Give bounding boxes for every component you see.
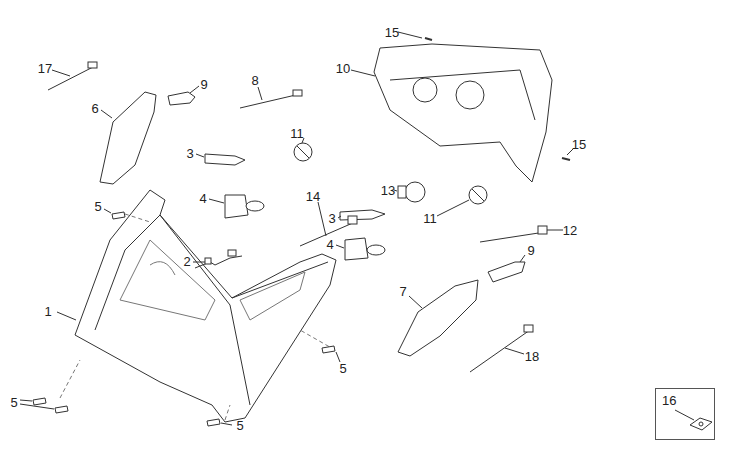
callout-number: 8 bbox=[251, 74, 258, 87]
callout-number: 5 bbox=[94, 200, 101, 213]
callout-number: 12 bbox=[563, 224, 577, 237]
callout-number: 17 bbox=[38, 62, 52, 75]
callout-number: 9 bbox=[200, 78, 207, 91]
callout-number: 4 bbox=[326, 238, 333, 251]
callout-number: 11 bbox=[290, 127, 304, 140]
callout-number: 16 bbox=[662, 394, 676, 407]
callout-number: 3 bbox=[186, 147, 193, 160]
callout-number: 11 bbox=[423, 212, 437, 225]
callout-number: 14 bbox=[306, 190, 320, 203]
callout-number: 9 bbox=[527, 244, 534, 257]
callout-number: 7 bbox=[399, 285, 406, 298]
callout-number: 5 bbox=[236, 419, 243, 432]
callout-number: 15 bbox=[572, 138, 586, 151]
callout-number: 1 bbox=[44, 305, 51, 318]
callout-number: 4 bbox=[199, 192, 206, 205]
callout-number: 2 bbox=[183, 255, 190, 268]
inset-box: 16 bbox=[655, 388, 715, 440]
callout-number: 5 bbox=[10, 396, 17, 409]
callout-number: 5 bbox=[339, 362, 346, 375]
callout-number: 6 bbox=[91, 102, 98, 115]
callout-number: 18 bbox=[525, 350, 539, 363]
callout-number: 10 bbox=[336, 62, 350, 75]
callout-number: 15 bbox=[385, 26, 399, 39]
callout-number: 13 bbox=[381, 184, 395, 197]
callout-number: 3 bbox=[328, 212, 335, 225]
